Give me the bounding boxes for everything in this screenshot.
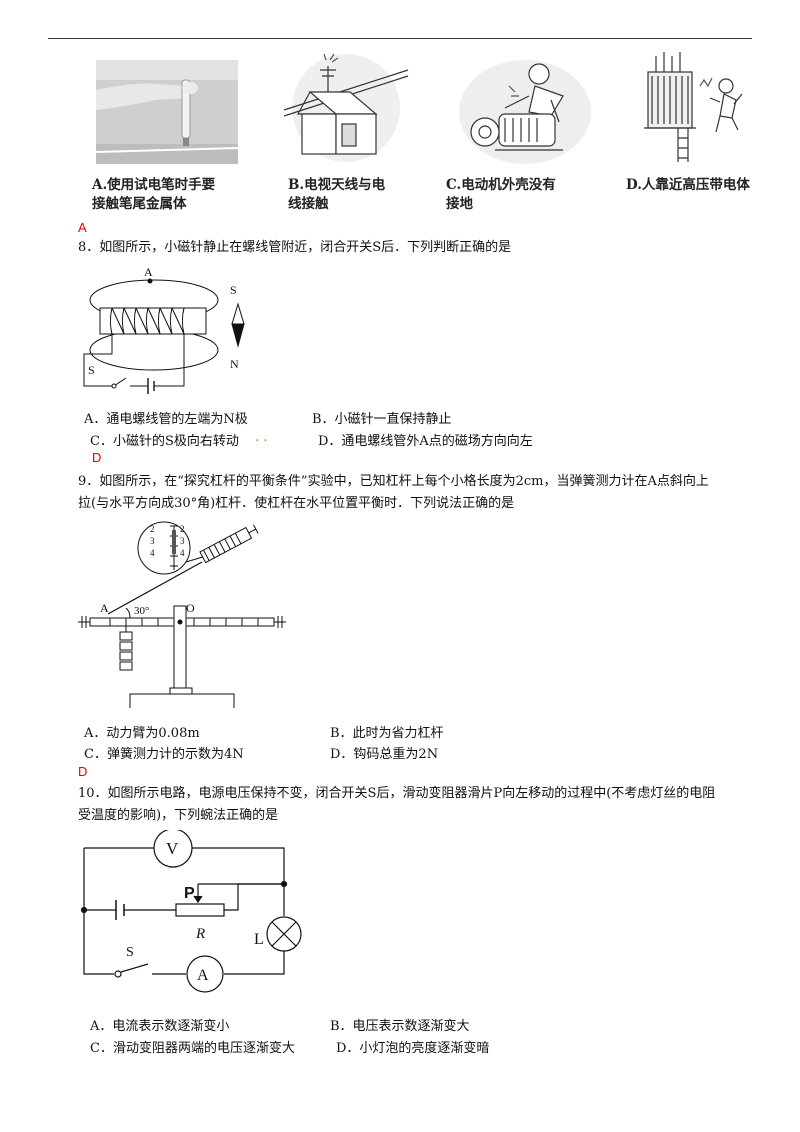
angle-label: 30° <box>134 605 149 617</box>
q10-option-a: A．电流表示数逐渐变小 <box>90 1019 230 1034</box>
q9-option-b: B．此时为省力杠杆 <box>330 726 444 741</box>
q9-option-a: A．动力臂为0.08m <box>84 726 200 741</box>
q7-caption-b: B.电视天线与电 线接触 <box>288 177 386 212</box>
q7-answer: A <box>78 220 87 235</box>
q8-option-b: B．小磁针一直保持静止 <box>312 412 452 427</box>
q10-stem-line2: 受温度的影响)，下列蜿法正确的是 <box>78 808 279 823</box>
q8-option-c-dots: . . <box>255 430 268 445</box>
circuit-diagram: V P R L S A <box>78 828 308 1000</box>
svg-text:3: 3 <box>180 536 185 546</box>
q9-option-c: C．弹簧测力计的示数为4N <box>84 747 244 762</box>
svg-text:2: 2 <box>180 524 185 534</box>
point-a-label: A <box>144 265 153 279</box>
needle-n-label: N <box>230 357 239 371</box>
q10-option-d: D．小灯泡的亮度逐渐变暗 <box>336 1041 490 1056</box>
needle-s-label: S <box>230 283 237 297</box>
q7-caption-d: D.人靠近高压带电体 <box>626 177 750 193</box>
q8-option-a: A．通电螺线管的左端为N极 <box>84 412 248 427</box>
lamp-l-label: L <box>254 931 264 948</box>
pivot-o-label: O <box>186 601 195 615</box>
lever-diagram: 2 3 4 2 3 4 A 30° O <box>74 518 290 710</box>
test-pen-photo <box>95 60 239 164</box>
q8-option-d: D．通电螺线管外A点的磁场方向向左 <box>318 434 533 449</box>
q10-option-b: B．电压表示数逐渐变大 <box>330 1019 470 1034</box>
switch-s-label: S <box>126 945 134 960</box>
q8-option-c: C．小磁针的S极向右转动 <box>90 434 239 449</box>
svg-text:3: 3 <box>150 536 155 546</box>
point-a-label: A <box>100 601 109 615</box>
q10-stem-line1: 10．如图所示电路，电源电压保持不变，闭合开关S后，滑动变阻器滑片P向左移动的过… <box>78 786 716 801</box>
voltmeter-label: V <box>166 839 179 858</box>
ammeter-label: A <box>197 967 209 984</box>
high-voltage-picture <box>638 46 750 162</box>
q8-answer: D <box>92 450 102 465</box>
q9-option-d: D．钩码总重为2N <box>330 747 439 762</box>
q10-option-c: C．滑动变阻器两端的电压逐渐变大 <box>90 1041 295 1056</box>
slider-p-label: P <box>184 885 195 902</box>
motor-shell-picture <box>455 52 595 167</box>
q9-stem-line1: 9．如图所示，在“探究杠杆的平衡条件”实验中，已知杠杆上每个小格长度为2cm，当… <box>78 474 709 489</box>
q8-stem: 8．如图所示，小磁针静止在螺线管附近，闭合开关S后．下列判断正确的是 <box>78 240 512 255</box>
svg-text:2: 2 <box>150 524 155 534</box>
solenoid-diagram: A S S N <box>74 264 274 404</box>
q7-caption-c: C.电动机外壳没有 接地 <box>446 177 556 212</box>
tv-antenna-house-picture <box>280 52 412 167</box>
q9-stem-line2: 拉(与水平方向成30°角)杠杆．使杠杆在水平位置平衡时．下列说法正确的是 <box>78 496 515 511</box>
resistor-r-label: R <box>195 926 205 942</box>
q9-answer: D <box>78 764 88 779</box>
svg-text:4: 4 <box>180 548 185 558</box>
q7-caption-a: A.使用试电笔时手要 接触笔尾金属体 <box>92 177 216 212</box>
svg-text:4: 4 <box>150 548 155 558</box>
switch-s-label: S <box>88 363 95 377</box>
header-rule <box>48 38 752 39</box>
